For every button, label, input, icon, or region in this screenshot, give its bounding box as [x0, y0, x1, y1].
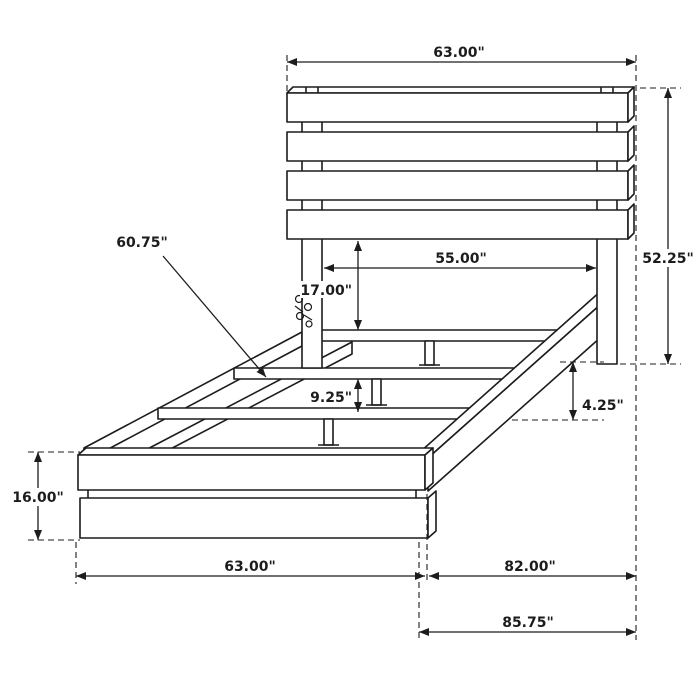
label-bg [308, 389, 354, 405]
headboard-plank-4 [286, 209, 629, 240]
slat-support-leg-3 [323, 418, 334, 446]
label-bg [640, 249, 696, 267]
bracket-line [294, 305, 304, 313]
dim-label-support-leg-height: 9.25" [310, 390, 352, 406]
label-bg [300, 281, 352, 298]
dim-label-rail-clearance: 4.25" [582, 398, 624, 414]
headboard-plank-4-side [627, 203, 635, 240]
bolt-icon [303, 302, 313, 312]
dim-label-overall-length: 85.75" [502, 615, 554, 631]
leader-line [162, 255, 267, 378]
label-bg [501, 558, 559, 573]
dim-label-footboard-width: 63.00" [224, 559, 276, 575]
bolt-icon [294, 294, 304, 304]
headboard-plank-3 [286, 170, 629, 201]
headboard-plank-2-side [627, 125, 635, 162]
cross-slat-3 [157, 407, 486, 420]
dim-headboard-width: 63.00" [286, 44, 637, 640]
bracket-line [303, 314, 313, 321]
label-bg [221, 558, 279, 573]
dim-rail-clearance: 4.25" [512, 361, 624, 421]
label-bg [11, 488, 66, 506]
dim-overall-length: 85.75" [418, 542, 636, 640]
dim-label-headboard-clearance: 17.00" [300, 283, 352, 299]
footboard-plank-bottom [79, 497, 429, 539]
dim-headboard-clearance: 17.00" [300, 241, 362, 330]
headboard-plank-1-side [627, 86, 635, 123]
cross-slat-2 [233, 367, 531, 380]
slat-support-leg-2 [371, 378, 382, 406]
near-side-rail-face [427, 295, 611, 492]
cross-slat-1 [315, 329, 573, 342]
label-bg [580, 397, 624, 413]
footboard-top-face [77, 447, 434, 456]
footboard-plank-bottom-side [427, 490, 437, 539]
footboard-plank-top [77, 454, 426, 491]
dim-frame-length: 82.00" [429, 558, 636, 580]
dim-label-footboard-height: 16.00" [12, 490, 64, 506]
dim-label-frame-length: 82.00" [504, 559, 556, 575]
dim-support-leg-height: 9.25" [308, 379, 362, 412]
dimensions: 63.00" 52.25" 60.75" 55.00" 17.00" [11, 44, 696, 640]
dim-footboard-height: 16.00" [11, 451, 80, 541]
label-bg [110, 232, 174, 249]
headboard-plank-1 [286, 92, 629, 123]
bed-drawing [77, 86, 635, 539]
rail-bracket-hardware [294, 294, 313, 328]
label-bg [430, 44, 488, 59]
headboard-plank-2 [286, 131, 629, 162]
dim-label-inner-width: 55.00" [435, 251, 487, 267]
dim-headboard-height: 52.25" [620, 87, 696, 365]
label-bg [432, 250, 490, 265]
footboard-plank-top-side [424, 447, 434, 491]
dim-label-headboard-width: 63.00" [433, 45, 485, 61]
dim-label-center-rail-length: 60.75" [116, 235, 168, 251]
headboard-plank-3-side [627, 164, 635, 201]
dim-footboard-width: 63.00" [75, 494, 428, 584]
headboard-top-face [286, 86, 635, 94]
dim-label-headboard-height: 52.25" [642, 251, 694, 267]
bolt-icon [305, 320, 313, 328]
dim-inner-width: 55.00" [324, 250, 596, 272]
slat-support-leg-1 [424, 340, 435, 366]
bolt-icon [295, 311, 305, 321]
label-bg [499, 614, 557, 629]
dim-center-rail-length: 60.75" [110, 232, 267, 378]
